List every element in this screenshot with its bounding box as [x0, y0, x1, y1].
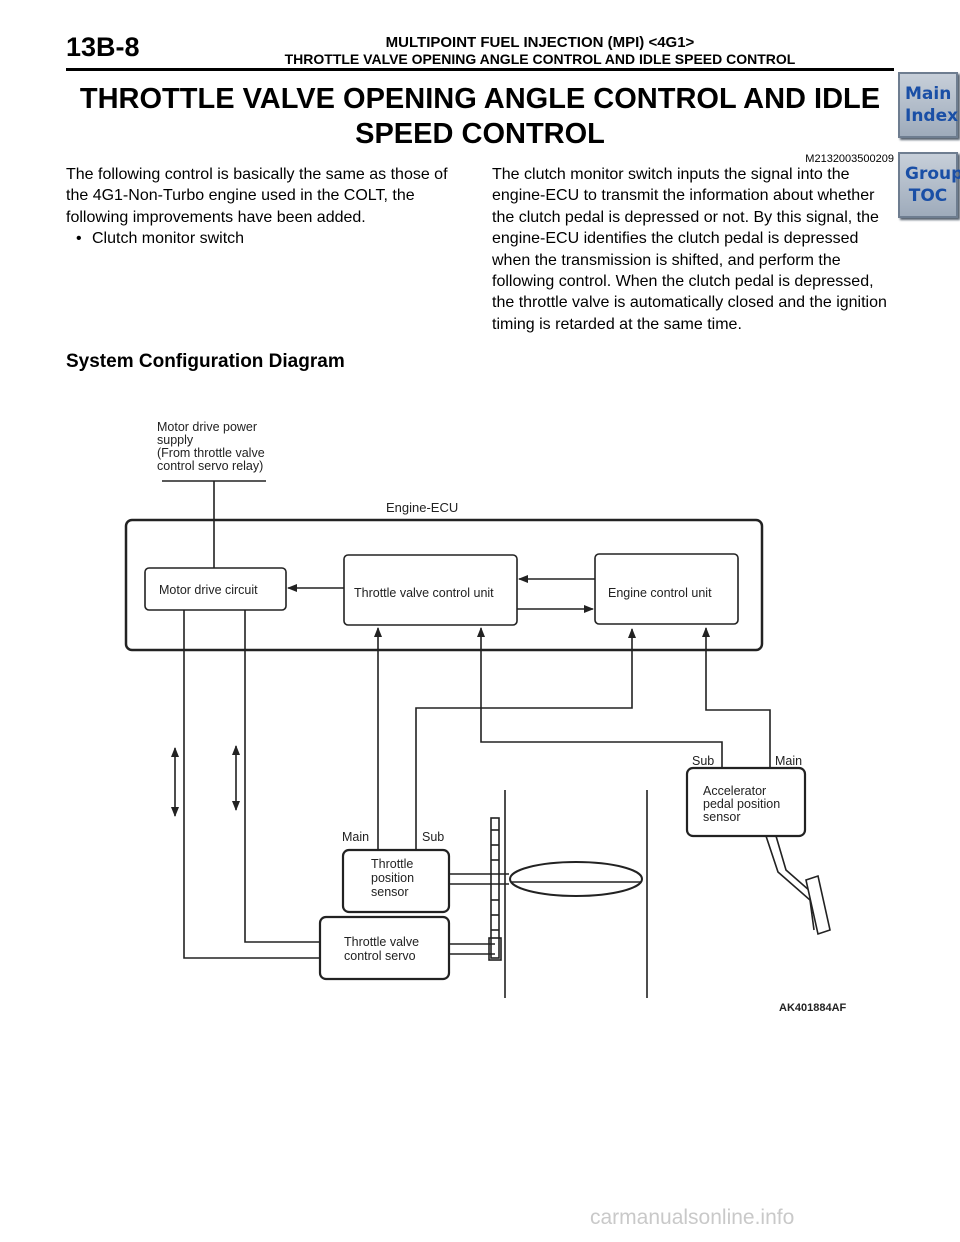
svg-text:sensor: sensor — [703, 810, 741, 824]
svg-text:control servo: control servo — [344, 949, 416, 963]
header-rule — [66, 68, 894, 71]
figure-id: AK401884AF — [779, 1002, 847, 1014]
watermark: carmanualsonline.info — [590, 1206, 795, 1229]
ecu-label: Engine-ECU — [386, 500, 458, 515]
page-number: 13B-8 — [66, 32, 140, 62]
group-toc-button[interactable]: Group TOC — [898, 152, 960, 218]
tv-control-unit-label: Throttle valve control unit — [354, 586, 494, 600]
engine-control-unit-label: Engine control unit — [608, 586, 712, 600]
svg-text:position: position — [371, 871, 414, 885]
svg-text:sensor: sensor — [371, 885, 409, 899]
section-title: MULTIPOINT FUEL INJECTION (MPI) <4G1> — [385, 34, 695, 51]
svg-text:(From throttle valve: (From throttle valve — [157, 446, 265, 460]
power-label: Motor drive power — [157, 420, 257, 434]
right-paragraph: The clutch monitor switch inputs the sig… — [492, 166, 887, 333]
left-paragraph: The following control is basically the s… — [66, 166, 448, 226]
aps-sub-label: Sub — [692, 754, 714, 768]
aps-main-label: Main — [775, 754, 802, 768]
left-column: The following control is basically the s… — [66, 164, 470, 250]
tps-sub-label: Sub — [422, 830, 444, 844]
motor-drive-label: Motor drive circuit — [159, 583, 258, 597]
tps-label: Throttle — [371, 857, 413, 871]
svg-text:pedal position: pedal position — [703, 797, 780, 811]
bullet-item: Clutch monitor switch — [66, 228, 470, 250]
subsection-title: THROTTLE VALVE OPENING ANGLE CONTROL AND… — [284, 51, 796, 67]
page-title: THROTTLE VALVE OPENING ANGLE CONTROL AND… — [79, 83, 881, 150]
section-heading: System Configuration Diagram — [66, 351, 345, 372]
main-index-button[interactable]: Main Index — [898, 72, 958, 138]
aps-label: Accelerator — [703, 784, 766, 798]
svg-text:supply: supply — [157, 433, 194, 447]
document-id: M2132003500209 — [805, 153, 894, 165]
servo-label: Throttle valve — [344, 935, 419, 949]
svg-text:control servo relay): control servo relay) — [157, 459, 263, 473]
tps-main-label: Main — [342, 830, 369, 844]
